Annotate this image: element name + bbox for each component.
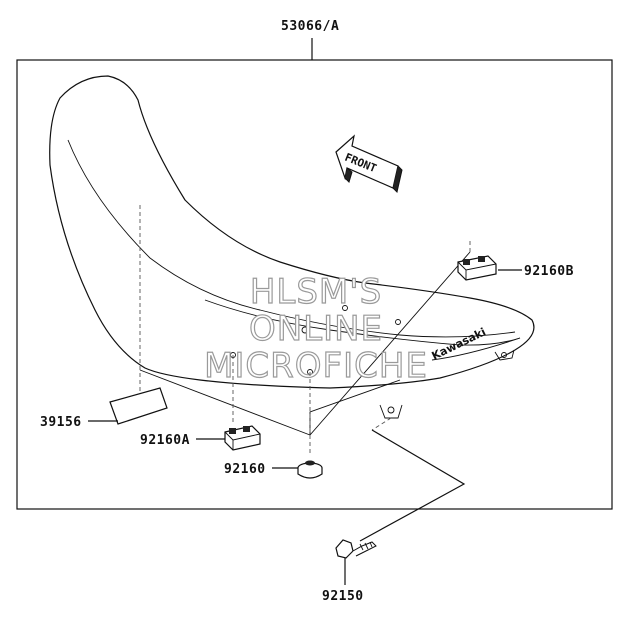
grommet-92160 bbox=[272, 372, 323, 479]
watermark-line-1: HLSM'S bbox=[250, 272, 382, 312]
clip-92160b bbox=[457, 240, 522, 281]
assembly-number-label: 53066/A bbox=[281, 19, 339, 34]
part-92160b-label: 92160B bbox=[524, 264, 574, 279]
watermark-line-3: MICROFICHE bbox=[204, 346, 428, 386]
watermark: HLSM'S ONLINE MICROFICHE bbox=[203, 271, 428, 386]
label-pad-39156 bbox=[88, 205, 168, 425]
bolt-92150 bbox=[335, 417, 466, 585]
watermark-line-2: ONLINE bbox=[249, 309, 383, 349]
assembly-frame bbox=[16, 59, 613, 510]
part-92160-label: 92160 bbox=[224, 462, 266, 477]
clip-92160a bbox=[196, 355, 261, 451]
front-arrow: FRONT bbox=[335, 134, 403, 193]
part-92160a-label: 92160A bbox=[140, 433, 190, 448]
part-92150-label: 92150 bbox=[322, 589, 364, 604]
seat-brand-text: Kawasaki bbox=[430, 325, 488, 362]
seat-cushion bbox=[49, 75, 535, 389]
part-39156-label: 39156 bbox=[40, 415, 82, 430]
